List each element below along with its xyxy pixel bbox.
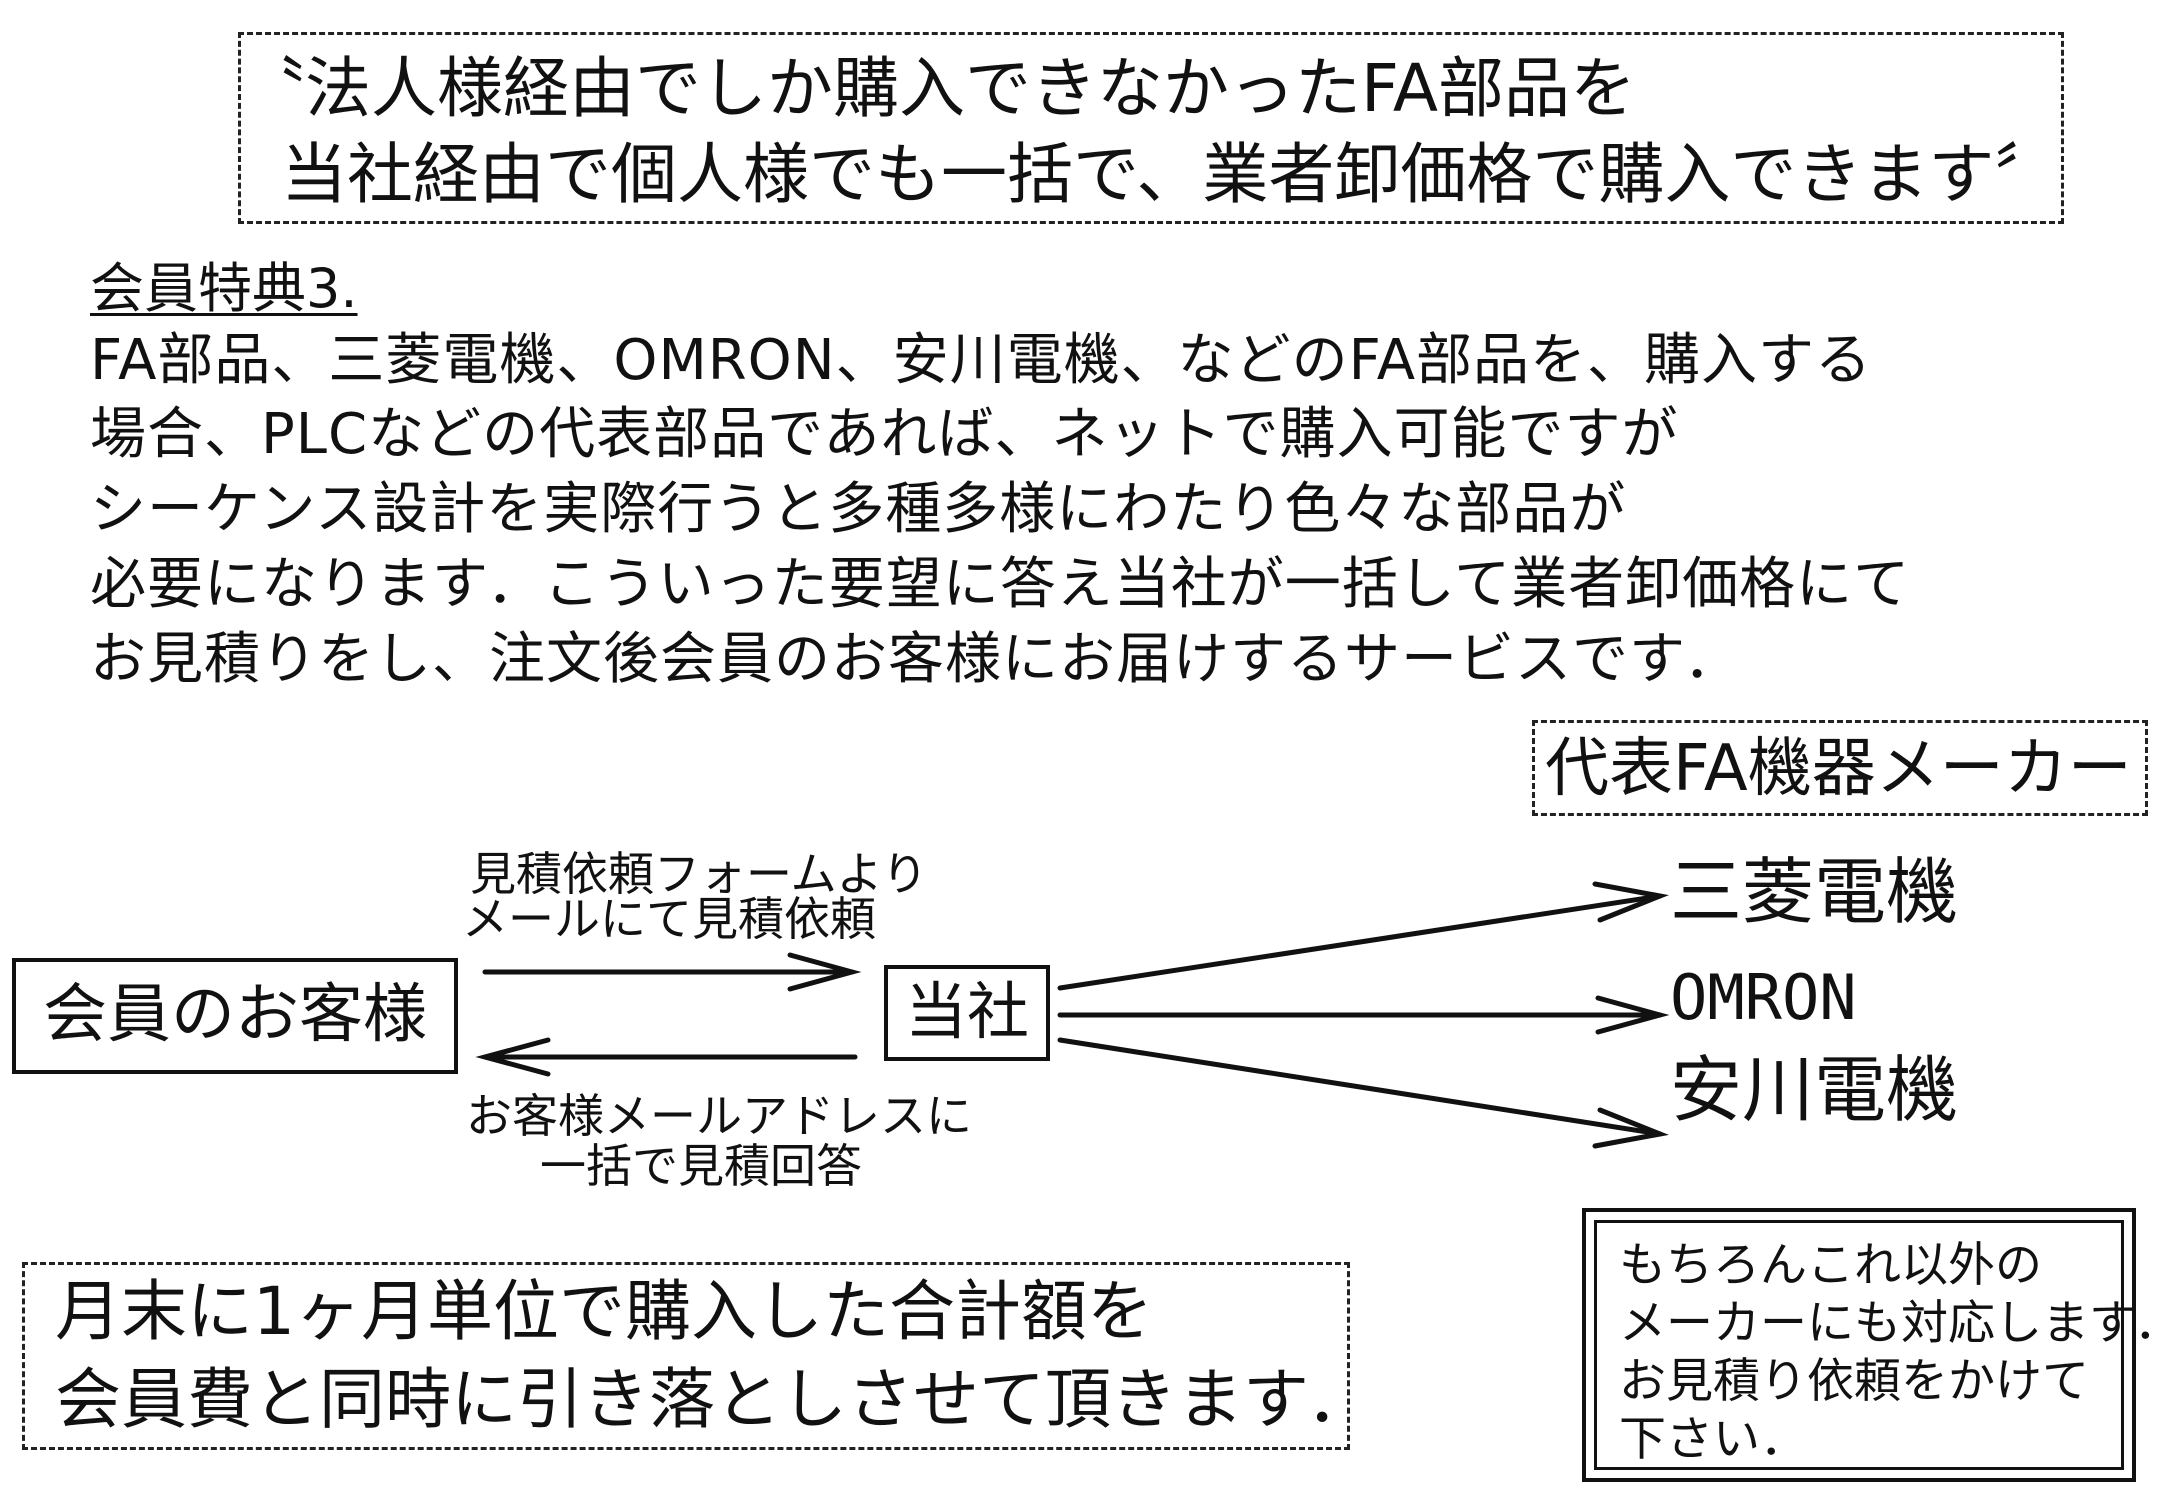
request-arrow [482, 952, 862, 992]
headline-box: 〝法人様経由でしか購入できなかったFA部品を 当社経由で個人様でも一括で、業者卸… [238, 32, 2064, 224]
billing-note-line-2: 会員費と同時に引き落としさせて頂きます． [55, 1361, 1373, 1438]
note-line-3: お見積り依頼をかけて [1619, 1354, 2089, 1409]
billing-note-box: 月末に1ヶ月単位で購入した合計額を 会員費と同時に引き落としさせて頂きます． [22, 1262, 1372, 1450]
note-line-1: もちろんこれ以外の [1619, 1238, 2042, 1293]
customer-label: 会員のお客様 [43, 978, 427, 1052]
benefit-line-4: 必要になります．こういった要望に答え当社が一括して業者卸価格にて [90, 552, 1911, 617]
request-label-1: 見積依頼フォームより [470, 847, 928, 901]
makers-heading: 代表FA機器メーカー [1545, 732, 2132, 806]
benefit-line-3: シーケンス設計を実際行うと多種多様にわたり色々な部品が [90, 477, 1627, 542]
maker-mitsubishi: 三菱電機 [1670, 850, 1959, 934]
reply-label-2: 一括で見積回答 [540, 1139, 862, 1193]
reply-arrow [475, 1037, 858, 1077]
request-label-2: メールにて見積依頼 [462, 892, 876, 946]
company-label: 当社 [904, 975, 1029, 1048]
maker-omron: OMRON [1670, 961, 1857, 1034]
other-makers-note-box: もちろんこれ以外の メーカーにも対応します． お見積り依頼をかけて 下さい． [1582, 1208, 2160, 1482]
note-line-2: メーカーにも対応します． [1619, 1296, 2160, 1351]
benefit-line-5: お見積りをし、注文後会員のお客様にお届けするサービスです． [90, 627, 1741, 692]
benefit-line-2: 場合、PLCなどの代表部品であれば、ネットで購入可能ですが [90, 402, 1679, 467]
makers-heading-box: 代表FA機器メーカー [1532, 720, 2148, 816]
arrow-to-omron [1057, 995, 1670, 1035]
other-makers-note-inner: もちろんこれ以外の メーカーにも対応します． お見積り依頼をかけて 下さい． [1594, 1220, 2160, 1470]
headline-line-2: 当社経由で個人様でも一括で、業者卸価格で購入できます〞 [281, 136, 2061, 213]
arrow-to-yaskawa [1057, 1037, 1669, 1149]
billing-note-line-1: 月末に1ヶ月単位で購入した合計額を [55, 1273, 1153, 1350]
arrow-to-mitsubishi [1057, 881, 1669, 991]
customer-box: 会員のお客様 [12, 958, 458, 1074]
benefit-title: 会員特典3. [90, 257, 358, 320]
headline-line-1: 〝法人様経由でしか購入できなかったFA部品を [239, 50, 1637, 127]
note-line-4: 下さい． [1619, 1412, 1807, 1467]
maker-yaskawa: 安川電機 [1670, 1048, 1959, 1132]
company-box: 当社 [884, 965, 1050, 1061]
benefit-line-1: FA部品、三菱電機、OMRON、安川電機、などのFA部品を、購入する [90, 328, 1873, 393]
reply-label-1: お客様メールアドレスに [466, 1089, 972, 1143]
